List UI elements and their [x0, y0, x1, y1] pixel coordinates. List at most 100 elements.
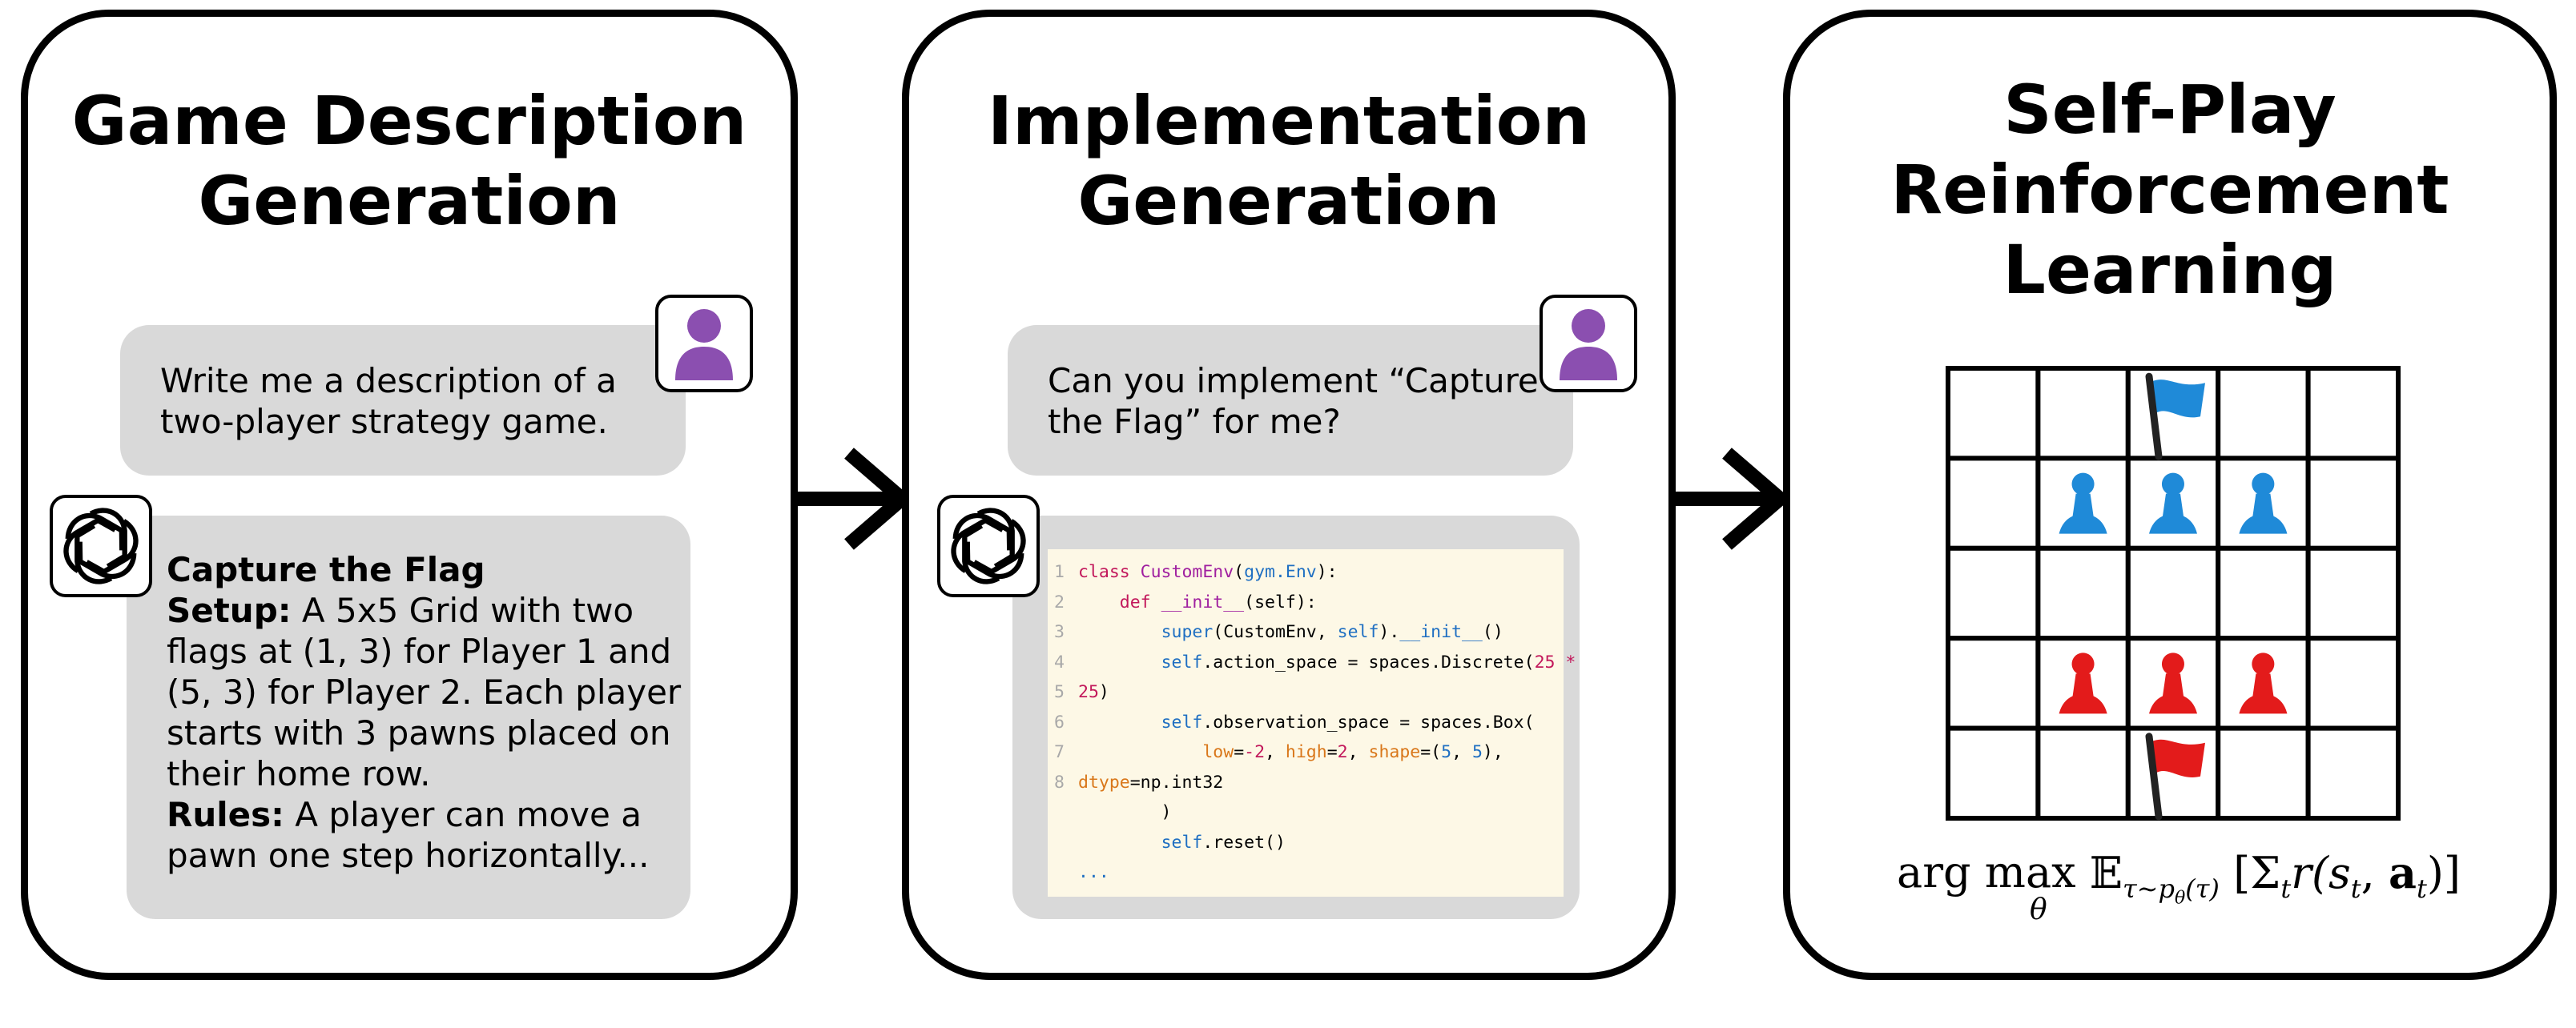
- pawn-icon: [2059, 472, 2107, 534]
- board-cell: [2216, 725, 2311, 821]
- code-line: ...: [1048, 857, 1564, 888]
- board-cell: [1946, 636, 2041, 731]
- panel-title: Implementation Generation: [909, 81, 1668, 241]
- rl-objective-formula: arg max θ 𝔼τ∼pθ(τ) [Σtr(st, at)]: [1882, 847, 2475, 926]
- user-avatar: [1540, 295, 1637, 392]
- game-name-heading: Capture the Flag: [167, 550, 485, 589]
- title-line: Self-Play: [2003, 70, 2337, 149]
- user-avatar: [655, 295, 753, 392]
- pawn-icon: [2149, 653, 2197, 714]
- rules-label: Rules:: [167, 795, 284, 834]
- board-cell: [2305, 725, 2401, 821]
- setup-line: starts with 3 pawns placed on: [167, 713, 671, 753]
- assistant-avatar: [937, 495, 1040, 597]
- setup-paragraph: Setup: A 5x5 Grid with two: [167, 590, 690, 631]
- rules-line: pawn one step horizontally...: [167, 836, 650, 875]
- user-icon: [1560, 309, 1617, 380]
- flag-icon: [2145, 372, 2205, 460]
- user-message-bubble: Can you implement “Capture the Flag” for…: [1008, 325, 1573, 476]
- title-line: Learning: [2002, 231, 2337, 309]
- user-icon: [675, 309, 733, 380]
- code-line: 3 super(CustomEnv, self).__init__(): [1048, 617, 1564, 648]
- assistant-message-bubble: Capture the Flag Setup: A 5x5 Grid with …: [127, 516, 690, 919]
- expectation-subscript: τ∼p: [2122, 873, 2175, 904]
- board-cell: [2125, 725, 2221, 821]
- board-cell: [1946, 725, 2041, 821]
- board-cell: [2216, 545, 2311, 641]
- board-cell: [2035, 725, 2131, 821]
- line-number: 6: [1054, 712, 1065, 733]
- pawn-icon: [2149, 472, 2197, 534]
- board-cell: [2305, 636, 2401, 731]
- board-cell: [1946, 456, 2041, 551]
- user-message-bubble: Write me a description of a two-player s…: [120, 325, 686, 476]
- formula-end: )]: [2426, 848, 2461, 898]
- setup-line: A 5x5 Grid with two: [291, 591, 634, 630]
- setup-line: their home row.: [167, 754, 431, 793]
- message-line: two-player strategy game.: [160, 402, 608, 441]
- board-cell: [2305, 366, 2401, 461]
- formula-body: [Σ: [2233, 848, 2281, 898]
- action-term: a: [2388, 847, 2417, 898]
- title-line: Implementation: [987, 82, 1591, 160]
- line-number: 8: [1054, 772, 1065, 793]
- action-subscript: t: [2416, 873, 2427, 904]
- board-cell: [2305, 545, 2401, 641]
- code-line: ): [1078, 802, 1172, 822]
- rules-paragraph: Rules: A player can move a: [167, 794, 690, 835]
- title-line: Generation: [198, 162, 621, 240]
- flag-icon: [2145, 733, 2205, 821]
- line-number: 5: [1054, 682, 1065, 702]
- arrow-right-icon: [793, 448, 913, 550]
- message-line: Can you implement “Capture: [1048, 361, 1539, 400]
- formula-comma: ,: [2361, 848, 2389, 898]
- line-number: 4: [1054, 652, 1065, 673]
- code-line: 6 self.observation_space = spaces.Box(: [1048, 708, 1564, 738]
- pawn-icon: [2239, 653, 2288, 714]
- code-line: 4 self.action_space = spaces.Discrete(25…: [1048, 648, 1576, 678]
- setup-label: Setup:: [167, 591, 292, 630]
- argmax-text: arg max: [1897, 847, 2076, 897]
- assistant-avatar: [50, 495, 152, 597]
- argmax-operator: arg max θ: [1897, 847, 2076, 926]
- code-ellipsis: ...: [1078, 862, 1109, 882]
- message-line: the Flag” for me?: [1048, 402, 1341, 441]
- board-cell: [2305, 456, 2401, 551]
- title-line: Game Description: [71, 82, 747, 160]
- line-number: 2: [1054, 592, 1065, 612]
- line-number: 1: [1054, 562, 1065, 582]
- board-cell: [1946, 366, 2041, 461]
- line-number: 7: [1054, 742, 1065, 762]
- board-cell: [2035, 366, 2131, 461]
- board-cell: [1946, 545, 2041, 641]
- panel-title: Game Description Generation: [28, 81, 791, 241]
- setup-line: flags at (1, 3) for Player 1 and: [167, 632, 672, 671]
- board-cell: [2216, 366, 2311, 461]
- code-line: self.reset(): [1161, 832, 1286, 853]
- reward-term: r(s: [2291, 848, 2351, 898]
- expectation-symbol: 𝔼: [2089, 848, 2123, 898]
- expectation-subscript-tail: (τ): [2185, 873, 2220, 904]
- rules-line: A player can move a: [284, 795, 642, 834]
- setup-line: (5, 3) for Player 2. Each player: [167, 673, 682, 712]
- openai-icon: [58, 504, 143, 588]
- game-board: [1946, 366, 2401, 821]
- openai-icon: [946, 504, 1031, 588]
- arrow-right-icon: [1671, 448, 1791, 550]
- code-line: 7 low=-2, high=2, shape=(5, 5),: [1048, 737, 1564, 768]
- argmax-subscript: θ: [2029, 893, 2047, 926]
- title-line: Generation: [1077, 162, 1500, 240]
- panel-title: Self-Play Reinforcement Learning: [1790, 70, 2550, 310]
- title-line: Reinforcement: [1890, 151, 2449, 229]
- sum-subscript: t: [2280, 873, 2292, 904]
- pawn-icon: [2059, 653, 2107, 714]
- line-number: 3: [1054, 622, 1065, 642]
- code-line: 2 def __init__(self):: [1048, 588, 1564, 618]
- state-subscript: t: [2350, 873, 2361, 904]
- board-cell: [2035, 545, 2131, 641]
- pawn-icon: [2239, 472, 2288, 534]
